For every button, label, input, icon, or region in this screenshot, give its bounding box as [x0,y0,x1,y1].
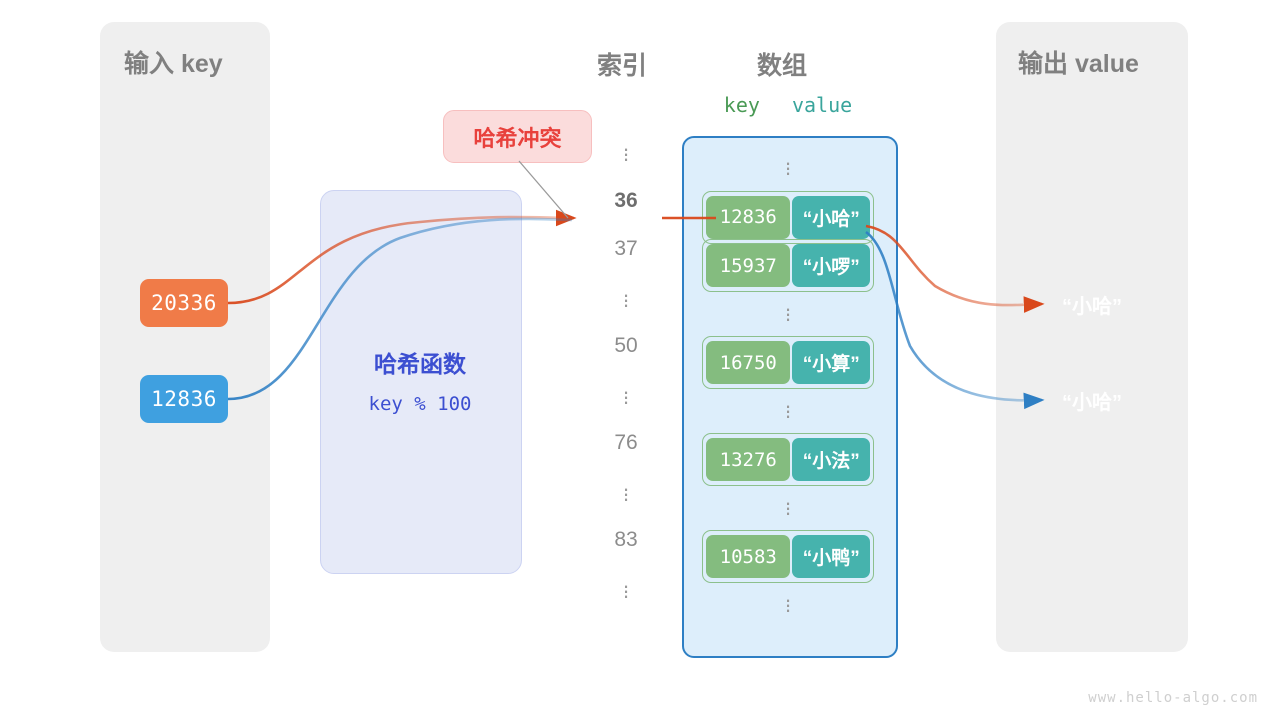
index-ellipsis: ··· [622,281,630,317]
key-value-header: key value [682,93,894,117]
input-panel [100,22,270,652]
array-ellipsis: ··· [784,295,792,331]
index-column-header: 索引 [597,52,648,80]
hash-function-title: 哈希函数 [374,351,466,377]
index-label-83: 83 [614,528,638,551]
output-panel [996,22,1188,652]
collision-callout: 哈希冲突 [443,110,592,163]
hash-function-box [320,190,522,574]
bucket-key-cell: 13276 [706,438,791,481]
bucket-value-cell: “小法” [792,438,870,481]
output-value-chip-1: “小哈” [1062,391,1122,414]
array-ellipsis: ··· [784,150,792,185]
value-header-label: value [791,93,853,117]
bucket-key-cell: 16750 [706,341,791,384]
bucket-value-cell: “小啰” [792,244,870,287]
array-ellipsis: ··· [784,586,792,622]
output-panel-title: 输出 value [1018,50,1139,78]
index-label-50: 50 [614,334,638,357]
index-ellipsis: ··· [622,136,630,171]
watermark: www.hello-algo.com [1088,690,1258,706]
index-label-37: 37 [614,237,638,260]
index-label-76: 76 [614,431,638,454]
bucket-key-cell: 10583 [706,535,791,578]
key-header-label: key [723,93,760,117]
input-key-chip-1: 12836 [140,375,228,423]
index-column: ··· 36 37 ··· 50 ··· 76 ··· 83 ··· [597,136,655,640]
array-ellipsis: ··· [784,489,792,525]
input-panel-title: 输入 key [124,50,223,78]
index-ellipsis: ··· [622,475,630,511]
array-bucket: 10583“小鸭” [702,530,874,583]
array-ellipsis: ··· [784,392,792,428]
array-bucket: 13276“小法” [702,433,874,486]
collision-label: 哈希冲突 [473,125,562,151]
wire-collision-leader [518,160,569,219]
array-bucket: 15937“小啰” [702,239,874,292]
array-bucket: 12836“小哈” [702,190,874,244]
bucket-key-cell: 12836 [706,195,791,239]
output-value-chip-0: “小哈” [1062,295,1122,318]
bucket-value-cell: “小哈” [792,195,870,239]
bucket-value-cell: “小算” [792,341,870,384]
index-ellipsis: ··· [622,378,630,414]
array-bucket: 16750“小算” [702,336,874,389]
array-column-header: 数组 [757,52,808,80]
input-key-chip-0: 20336 [140,279,228,327]
hash-function-formula: key % 100 [368,393,472,415]
bucket-key-cell: 15937 [706,244,791,287]
index-ellipsis: ··· [622,572,630,608]
bucket-value-cell: “小鸭” [792,535,870,578]
index-label-36: 36 [614,188,638,212]
